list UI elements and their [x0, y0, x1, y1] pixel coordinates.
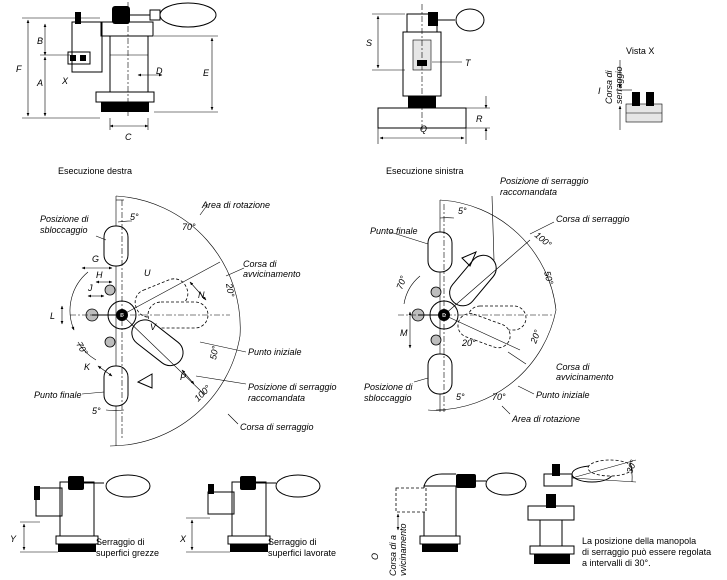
- angle-30: 30°: [624, 458, 638, 475]
- l-angle-70b: 70°: [492, 392, 506, 402]
- l-corsa-serraggio: Corsa di serraggio: [556, 214, 630, 224]
- l-area-rotazione: Area di rotazione: [511, 414, 580, 424]
- dim-A: A: [36, 78, 43, 88]
- dim-S: S: [366, 38, 372, 48]
- r-letter-K: K: [84, 362, 91, 372]
- left-caption: Esecuzione sinistra: [386, 166, 464, 176]
- dim-R: R: [476, 114, 483, 124]
- l-punto-iniziale: Punto iniziale: [536, 390, 590, 400]
- r-corsa-avv-1: Corsa di: [243, 259, 278, 269]
- bottom-adjustable: 30° La posizione della manopola di serra…: [527, 458, 711, 568]
- r-angle-50: 50°: [208, 345, 220, 361]
- dim-X: X: [61, 76, 69, 86]
- bottom-avvicinamento: O Corsa di a vvicinamento: [370, 472, 527, 576]
- note-line-2: di serraggio può essere regolata: [582, 547, 711, 557]
- r-angle-70b: 70°: [74, 340, 90, 357]
- note-line-3: a intervalli di 30°.: [582, 558, 651, 568]
- r-punto-finale: Punto finale: [34, 390, 82, 400]
- l-pos-racc-2: raccomandata: [500, 187, 557, 197]
- l-sblocco-2: sbloccaggio: [364, 393, 412, 403]
- left-hand-diagram: Esecuzione sinistra: [364, 166, 630, 424]
- right-hand-diagram: Esecuzione destra: [34, 166, 337, 447]
- vista-x-title: Vista X: [626, 46, 654, 56]
- r-sblocco-2: sbloccaggio: [40, 225, 88, 235]
- r-corsa-avv-2: avvicinamento: [243, 269, 301, 279]
- dim-D: D: [156, 66, 163, 76]
- l-angle-20b: 20°: [528, 328, 543, 346]
- l-angle-5b: 5°: [456, 392, 465, 402]
- r-letter-N: N: [198, 290, 205, 300]
- r-letter-V: V: [150, 322, 157, 332]
- right-caption: Esecuzione destra: [58, 166, 132, 176]
- avv-dim: O: [370, 553, 380, 560]
- l-corsa-avv-2: avvicinamento: [556, 372, 614, 382]
- dim-B: B: [37, 36, 43, 46]
- r-sblocco-1: Posizione di: [40, 214, 90, 224]
- l-pos-racc-1: Posizione di serraggio: [500, 176, 589, 186]
- vista-x: Vista X I Corsa di serraggio: [598, 46, 663, 130]
- l-angle-20: 20°: [461, 338, 476, 348]
- r-angle-5b: 5°: [92, 406, 101, 416]
- l-angle-5: 5°: [458, 206, 467, 216]
- l-punto-finale: Punto finale: [370, 226, 418, 236]
- r-punto-iniziale: Punto iniziale: [248, 347, 302, 357]
- r-pos-racc-2: raccomandata: [248, 393, 305, 403]
- grezze-dim: Y: [10, 534, 17, 544]
- dim-F: F: [16, 64, 22, 74]
- dim-E: E: [203, 68, 210, 78]
- r-pos-racc-1: Posizione di serraggio: [248, 382, 337, 392]
- r-letter-U: U: [144, 268, 151, 278]
- vista-x-dim: I: [598, 86, 601, 96]
- grezze-label-2: superfici grezze: [96, 548, 159, 558]
- r-angle-5: 5°: [130, 212, 139, 222]
- r-angle-70: 70°: [182, 222, 196, 232]
- l-angle-50: 50°: [542, 270, 555, 286]
- lavorate-label-2: superfici lavorate: [268, 548, 336, 558]
- bottom-lavorate: X Serraggio di superfici lavorate: [179, 474, 336, 558]
- grezze-label-1: Serraggio di: [96, 537, 145, 547]
- r-letter-J: J: [87, 283, 93, 293]
- l-angle-70: 70°: [394, 274, 408, 291]
- r-area-rotazione: Area di rotazione: [201, 200, 270, 210]
- note-line-1: La posizione della manopola: [582, 536, 696, 546]
- dim-C: C: [125, 132, 132, 142]
- l-sblocco-1: Posizione di: [364, 382, 414, 392]
- vista-x-label-1: Corsa di: [604, 69, 614, 104]
- r-letter-P: P: [180, 372, 186, 382]
- r-letter-H: H: [96, 270, 103, 280]
- lavorate-dim: X: [179, 534, 187, 544]
- lavorate-label-1: Serraggio di: [268, 537, 317, 547]
- r-angle-20: 20°: [224, 282, 236, 299]
- dim-T: T: [465, 58, 472, 68]
- l-corsa-avv-1: Corsa di: [556, 362, 591, 372]
- vista-x-label-2: serraggio: [614, 66, 624, 104]
- r-corsa-serraggio: Corsa di serraggio: [240, 422, 314, 432]
- r-letter-G: G: [92, 254, 99, 264]
- bottom-grezze: Y Serraggio di superfici grezze: [10, 474, 159, 558]
- avv-label-1: Corsa di a: [388, 535, 398, 576]
- r-letter-L: L: [50, 311, 55, 321]
- avv-label-2: vvicinamento: [398, 523, 408, 576]
- side-view: S T R Q: [366, 4, 490, 144]
- dim-Q: Q: [420, 124, 427, 134]
- front-view: F B A X D E C: [16, 2, 218, 142]
- l-letter-M: M: [400, 328, 408, 338]
- l-angle-100: 100°: [533, 230, 554, 250]
